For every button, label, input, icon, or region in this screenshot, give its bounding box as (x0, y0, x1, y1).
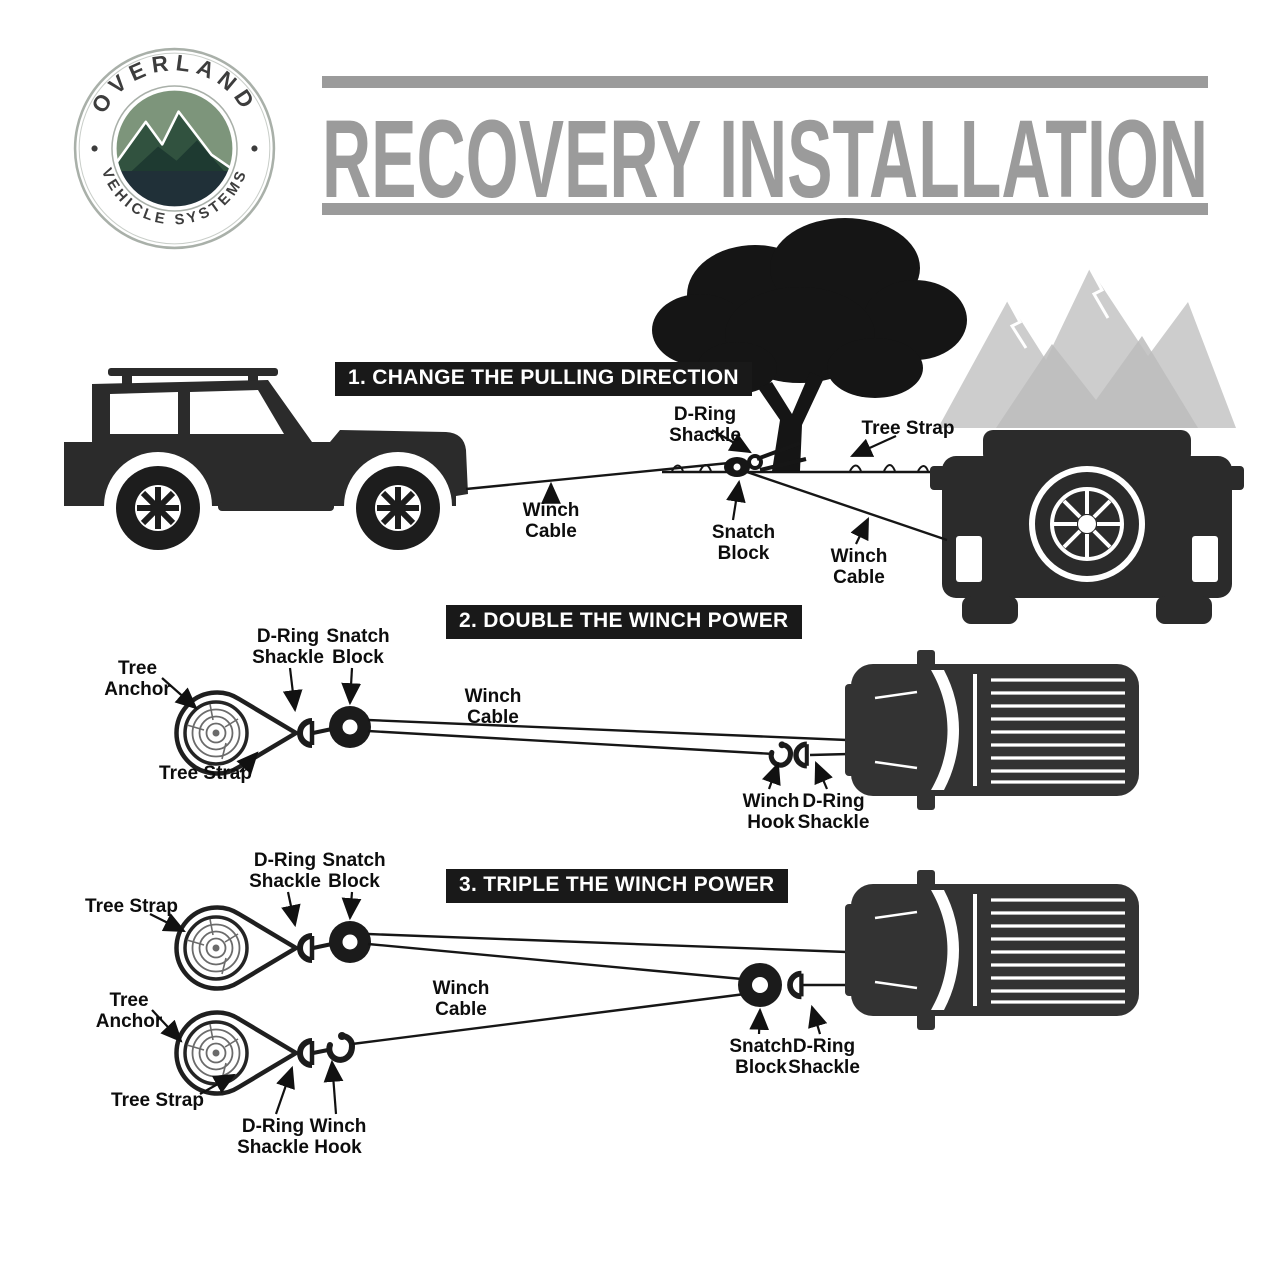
sec1-snatch-block-assembly (724, 441, 807, 477)
jeep-front-wheel (356, 466, 440, 550)
label-winch-hook: Winch Hook (742, 791, 800, 834)
d-ring-shackle-icon (790, 974, 801, 997)
label-winch-cable: Winch Cable (464, 686, 522, 729)
truck-top-view-sec2 (843, 648, 1141, 812)
section3-header: 3. TRIPLE THE WINCH POWER (446, 869, 788, 903)
label-tree-strap: Tree Strap (861, 418, 955, 439)
label-snatch-block: Snatch Block (322, 850, 386, 893)
label-dring-shackle: D-Ring Shackle (797, 791, 870, 834)
winch-hook-icon (329, 1032, 352, 1060)
logo-dot-right (251, 145, 258, 152)
vehicle-rear-view (930, 430, 1244, 624)
spare-tire (1029, 466, 1145, 582)
label-winch-hook: Winch Hook (309, 1116, 367, 1159)
label-tree-strap: Tree Strap (85, 896, 178, 917)
mountains-illustration (938, 267, 1236, 428)
taillight-left (956, 536, 982, 582)
d-ring-shackle-icon (796, 744, 807, 766)
page-title: RECOVERY INSTALLATION (322, 98, 1208, 221)
label-winch-cable: Winch Cable (522, 500, 580, 543)
jeep-rear-wheel (116, 466, 200, 550)
label-dring-shackle: D-Ring Shackle (788, 1036, 860, 1079)
label-tree-anchor: Tree Anchor (95, 990, 163, 1033)
mountain-emblem (115, 89, 234, 208)
sec1-winch-cables (465, 461, 948, 542)
title-block: RECOVERY INSTALLATION (322, 76, 1208, 221)
truck-top-view-sec3 (843, 868, 1141, 1032)
label-winch-cable: Winch Cable (432, 978, 490, 1021)
title-bar-top (322, 76, 1208, 88)
taillight-right (1192, 536, 1218, 582)
sec2-tree-anchor (176, 693, 371, 774)
label-snatch-block: Snatch Block (729, 1036, 793, 1079)
logo-dot-left (91, 145, 98, 152)
sec2-hook-shackle (771, 741, 807, 765)
label-dring-shackle: D-Ring Shackle (669, 404, 741, 447)
tree-illustration (652, 218, 967, 474)
sec3-tree-anchor-lower (176, 1013, 352, 1094)
sec3-tree-anchor-upper (176, 908, 371, 989)
label-snatch-block: Snatch Block (326, 626, 390, 669)
snatch-block-icon (329, 706, 371, 748)
jeep-side-view (64, 368, 468, 560)
label-tree-anchor: Tree Anchor (104, 658, 171, 701)
section2-header: 2. DOUBLE THE WINCH POWER (446, 605, 802, 639)
d-ring-shackle-icon (747, 454, 763, 470)
label-arrows (149, 429, 897, 1115)
snatch-block-icon (329, 921, 371, 963)
sec3-truck-snatch-assembly (738, 963, 801, 1007)
winch-hook-icon (771, 741, 790, 765)
section1-header: 1. CHANGE THE PULLING DIRECTION (335, 362, 752, 396)
label-tree-strap: Tree Strap (159, 763, 252, 784)
label-tree-strap: Tree Strap (111, 1090, 204, 1111)
overland-vehicle-systems-logo: OVERLAND VEHICLE SYSTEMS (73, 47, 276, 250)
label-dring-shackle: D-Ring Shackle (252, 626, 324, 669)
title-bar-bottom (322, 203, 1208, 215)
label-winch-cable: Winch Cable (830, 546, 888, 589)
label-snatch-block: Snatch Block (711, 522, 776, 565)
sec3-winch-cables (351, 932, 850, 1046)
label-dring-shackle: D-Ring Shackle (249, 850, 321, 893)
label-dring-shackle: D-Ring Shackle (237, 1116, 309, 1159)
sec2-winch-cables (367, 718, 850, 757)
